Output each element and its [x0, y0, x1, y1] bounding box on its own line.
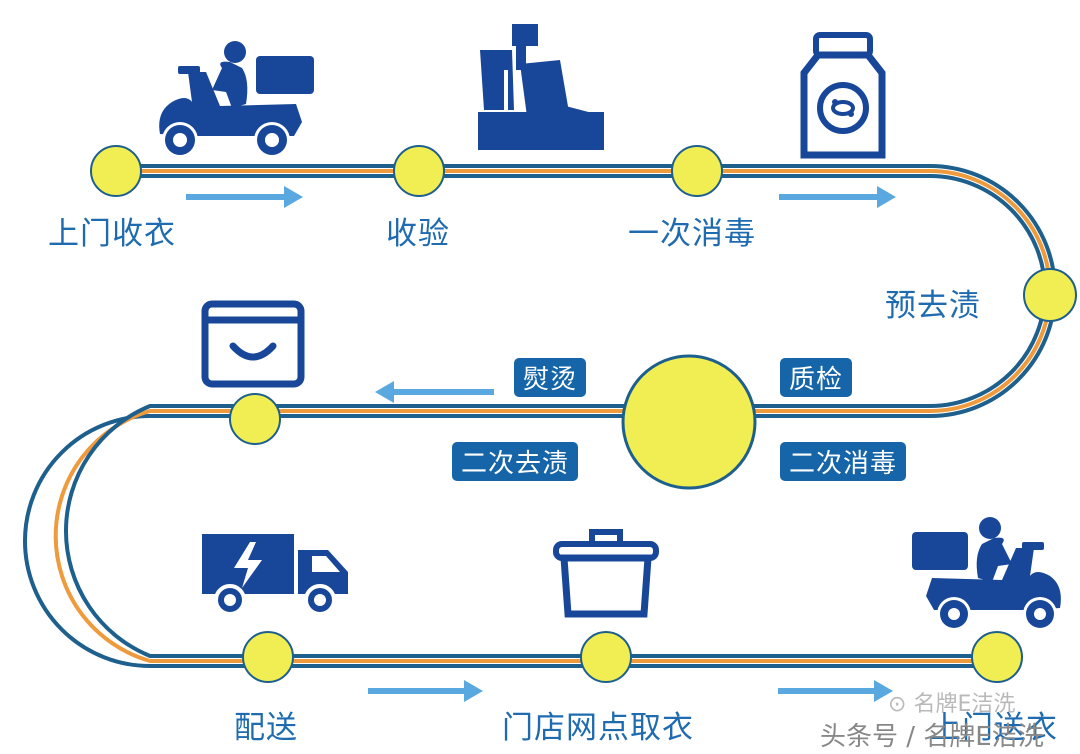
- step-label-4: 预去渍: [885, 288, 981, 324]
- box-icon: [201, 300, 305, 388]
- arrow-left-1: [375, 381, 494, 403]
- step-label-2: 收验: [386, 216, 450, 252]
- node-3: [671, 145, 723, 197]
- truck-icon: [202, 534, 348, 616]
- track-inner-line: [63, 174, 1047, 658]
- tag-second-disinfection: 二次消毒: [780, 442, 907, 481]
- step-label-3: 一次消毒: [628, 216, 756, 252]
- watermark-sub: ⊙ 名牌E洁洗: [888, 686, 1015, 718]
- node-center: [621, 354, 757, 490]
- direction-arrows: [186, 186, 896, 702]
- pot-icon: [553, 529, 659, 618]
- track-outer-line: [23, 164, 1057, 668]
- track-orange-line: [53, 169, 1052, 663]
- step-label-5: 配送: [234, 710, 298, 746]
- node-7: [580, 631, 632, 683]
- node-1: [90, 145, 142, 197]
- watermark-sub-text: 名牌E洁洗: [913, 692, 1016, 717]
- arrow-right-1: [186, 186, 303, 208]
- step-label-6: 门店网点取衣: [502, 710, 694, 746]
- node-6: [242, 631, 294, 683]
- node-4: [1023, 268, 1077, 322]
- step-label-7: 上门送衣: [930, 710, 1058, 746]
- node-8: [971, 631, 1023, 683]
- cash-register-icon: [478, 24, 604, 150]
- watermark-main: 头条号 / 名牌E洁洗: [820, 722, 1044, 752]
- bottle-icon: [800, 32, 886, 159]
- scooter-icon: [159, 41, 314, 158]
- step-label-1: 上门收衣: [48, 216, 176, 252]
- tag-quality-check: 质检: [780, 358, 853, 397]
- arrow-right-2: [779, 186, 896, 208]
- tag-ironing: 熨烫: [514, 358, 587, 397]
- arrow-right-3: [368, 680, 483, 702]
- node-5: [229, 393, 281, 445]
- wechat-icon: ⊙: [888, 692, 907, 717]
- node-2: [393, 145, 445, 197]
- tag-second-stain-removal: 二次去渍: [452, 442, 579, 481]
- scooter-icon: [912, 517, 1061, 631]
- arrow-right-4: [778, 680, 893, 702]
